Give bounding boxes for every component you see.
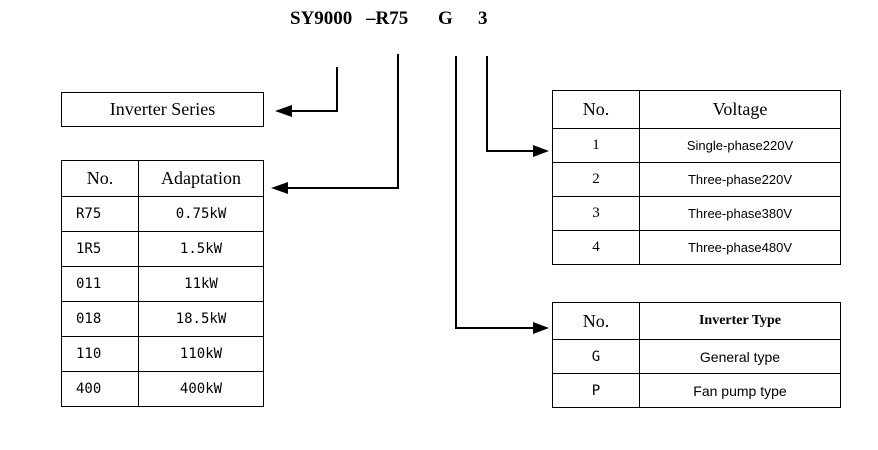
adaptation-code: 018: [61, 301, 139, 337]
adaptation-power: 11kW: [138, 266, 264, 302]
table-row: 2 Three-phase220V: [552, 162, 841, 197]
voltage-code: 4: [552, 230, 640, 265]
adaptation-power: 1.5kW: [138, 231, 264, 267]
table-row: 1R5 1.5kW: [61, 231, 264, 267]
type-code: P: [552, 373, 640, 408]
adaptation-power: 110kW: [138, 336, 264, 372]
type-code: G: [552, 339, 640, 374]
inverter-series-box: Inverter Series: [61, 92, 264, 127]
type-description: General type: [639, 339, 841, 374]
code-adaptation: –R75: [366, 8, 409, 29]
table-row: 018 18.5kW: [61, 301, 264, 337]
table-row: 4 Three-phase480V: [552, 230, 841, 265]
table-row: P Fan pump type: [552, 373, 841, 408]
adaptation-code: 011: [61, 266, 139, 302]
voltage-value: Three-phase220V: [639, 162, 841, 197]
adaptation-code: R75: [61, 196, 139, 232]
table-row: 1 Single-phase220V: [552, 128, 841, 163]
adaptation-power: 18.5kW: [138, 301, 264, 337]
type-header-inverter-type: Inverter Type: [639, 302, 841, 340]
adaptation-code: 1R5: [61, 231, 139, 267]
adaptation-connector: [288, 54, 399, 189]
adaptation-header-no: No.: [61, 160, 139, 197]
table-row: 011 11kW: [61, 266, 264, 302]
voltage-header-no: No.: [552, 90, 640, 129]
series-arrowhead: [275, 105, 292, 117]
adaptation-power: 400kW: [138, 371, 264, 407]
voltage-connector: [486, 56, 534, 152]
voltage-code: 2: [552, 162, 640, 197]
table-row: 400 400kW: [61, 371, 264, 407]
table-row: R75 0.75kW: [61, 196, 264, 232]
adaptation-code: 400: [61, 371, 139, 407]
type-header-no: No.: [552, 302, 640, 340]
table-row: G General type: [552, 339, 841, 374]
type-arrowhead: [533, 322, 549, 334]
adaptation-power: 0.75kW: [138, 196, 264, 232]
adaptation-code: 110: [61, 336, 139, 372]
voltage-header-voltage: Voltage: [639, 90, 841, 129]
code-type: G: [438, 8, 453, 29]
voltage-code: 1: [552, 128, 640, 163]
adaptation-arrowhead: [271, 182, 288, 194]
type-description: Fan pump type: [639, 373, 841, 408]
voltage-arrowhead: [533, 145, 549, 157]
adaptation-header-adaptation: Adaptation: [138, 160, 264, 197]
adaptation-table: No. Adaptation R75 0.75kW 1R5 1.5kW 011 …: [61, 160, 264, 407]
voltage-code: 3: [552, 196, 640, 231]
voltage-table: No. Voltage 1 Single-phase220V 2 Three-p…: [552, 90, 841, 265]
inverter-type-table: No. Inverter Type G General type P Fan p…: [552, 302, 841, 408]
table-row: 110 110kW: [61, 336, 264, 372]
series-connector: [292, 67, 338, 112]
table-row: 3 Three-phase380V: [552, 196, 841, 231]
voltage-value: Three-phase480V: [639, 230, 841, 265]
code-series: SY9000: [290, 8, 353, 29]
type-connector: [455, 56, 534, 329]
voltage-value: Three-phase380V: [639, 196, 841, 231]
code-voltage: 3: [478, 8, 488, 29]
voltage-value: Single-phase220V: [639, 128, 841, 163]
